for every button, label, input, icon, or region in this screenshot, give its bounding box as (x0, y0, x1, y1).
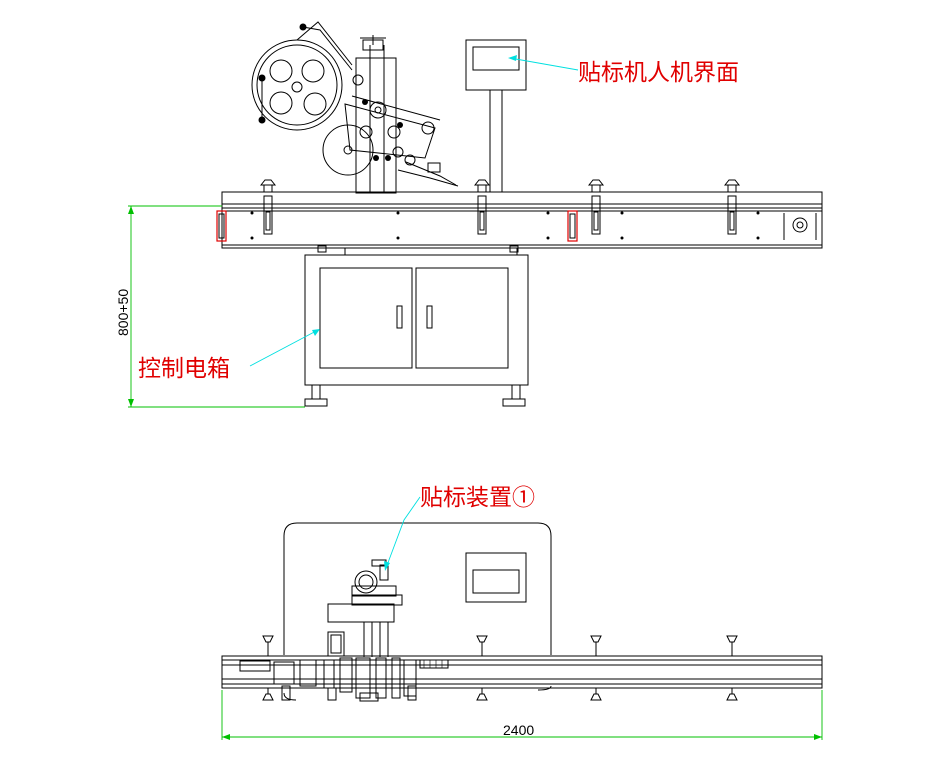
top-view (221, 496, 823, 740)
labeling-device-leader-line (385, 496, 421, 569)
hmi-leader-line (509, 57, 579, 71)
hmi-leader-arrow (508, 55, 517, 61)
hmi-panel (465, 39, 527, 192)
guide-posts-front (259, 179, 741, 235)
labeling-device-label: 贴标装置① (420, 485, 535, 511)
labeling-device-leader-arrow (384, 561, 390, 571)
control-cabinet (304, 245, 529, 407)
guide-posts-top (262, 635, 738, 701)
length-dimension-label: 2400 (503, 722, 534, 738)
height-dimension (128, 205, 305, 408)
hmi-label: 贴标机人机界面 (578, 60, 739, 86)
height-dimension-label: 800+50 (115, 289, 131, 336)
labeling-head-front (251, 21, 459, 194)
control-box-label: 控制电箱 (138, 356, 230, 382)
control-box-leader-line (249, 329, 319, 367)
conveyor-frame-front (216, 191, 823, 249)
control-box-leader-arrow (312, 329, 320, 336)
front-view: 800+50 (115, 21, 823, 408)
length-dimension (221, 690, 823, 740)
